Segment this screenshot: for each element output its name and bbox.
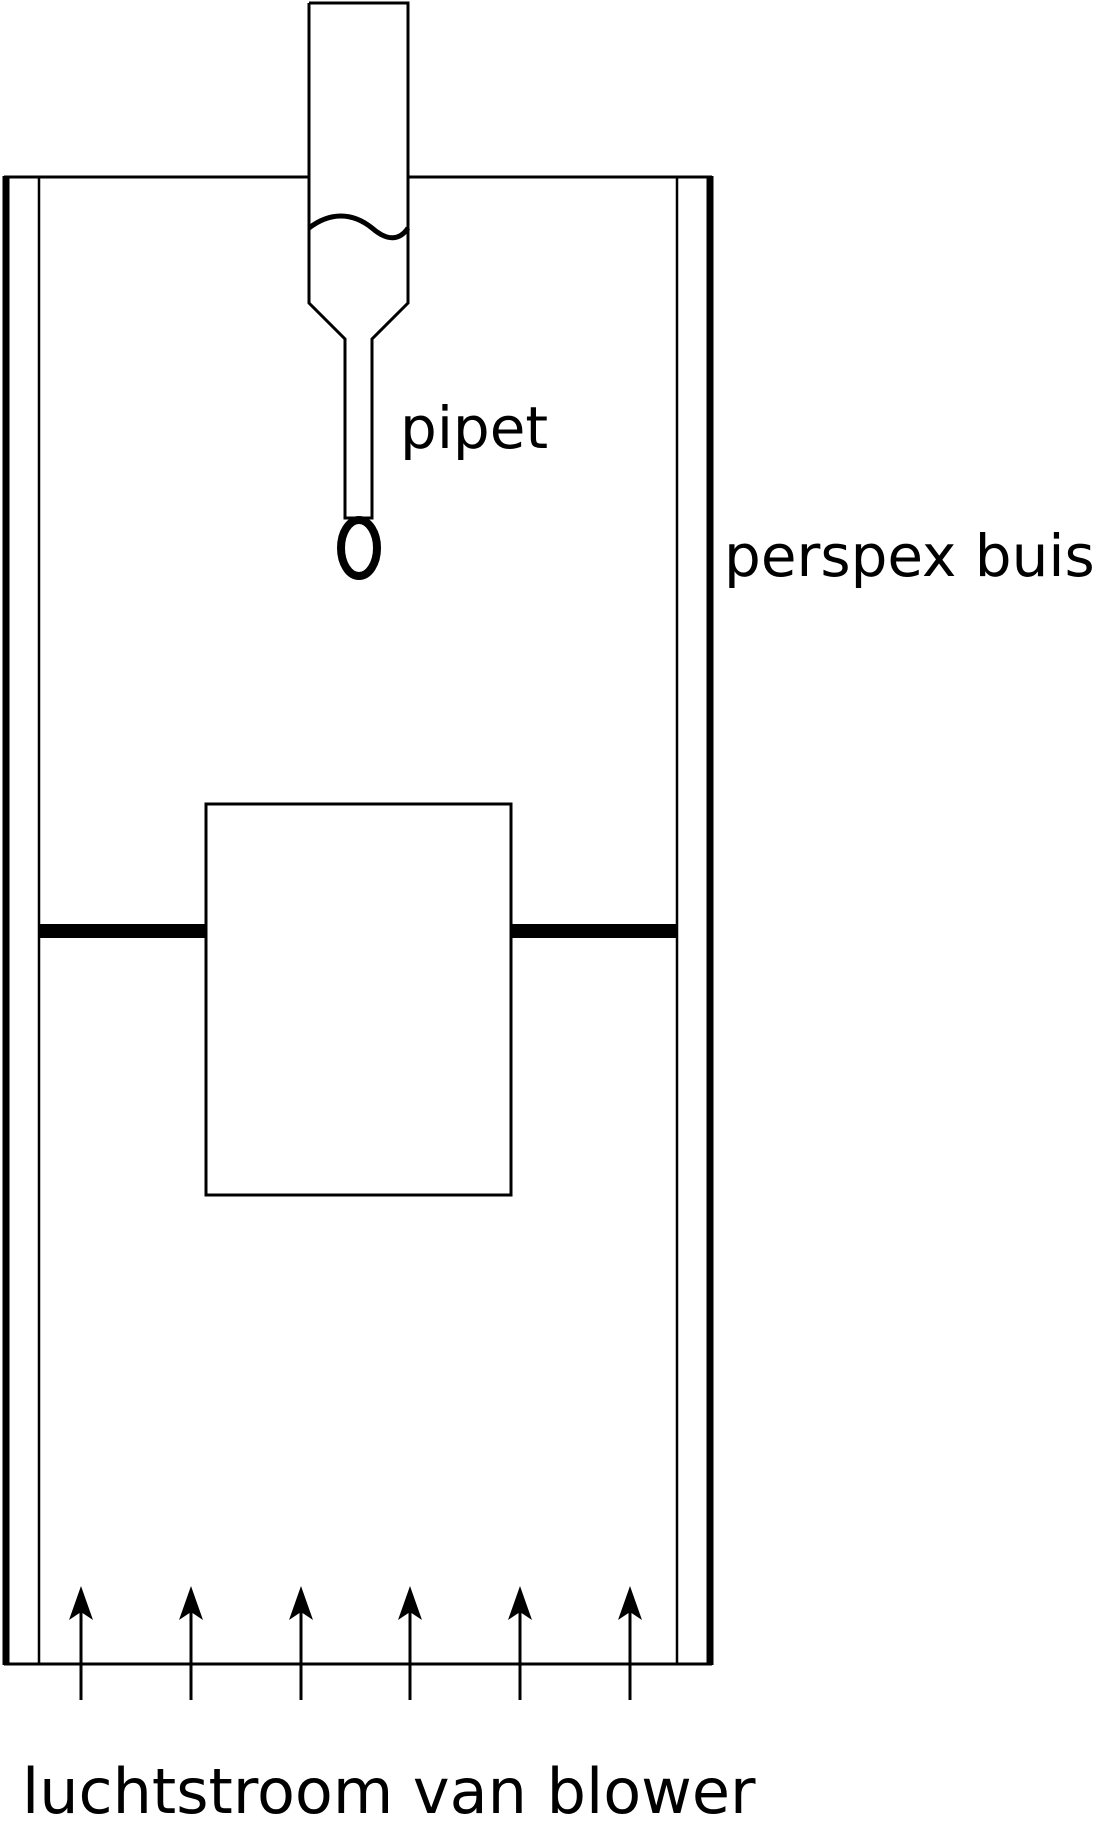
airflow-label: luchtstroom van blower	[22, 1755, 756, 1828]
pipette	[307, 1, 411, 580]
airflow-arrow	[289, 1586, 313, 1700]
perspex-tube	[2, 175, 714, 1666]
airflow-arrow	[69, 1586, 93, 1700]
airflow-arrow	[618, 1586, 642, 1700]
pipette-liquid-level	[307, 213, 411, 241]
airflow-arrows	[69, 1586, 642, 1700]
test-block	[204, 802, 513, 1197]
droplet	[337, 516, 381, 580]
airflow-arrow	[508, 1586, 532, 1700]
pipette-outline	[307, 1, 410, 520]
test-object	[39, 802, 677, 1197]
airflow-arrow	[398, 1586, 422, 1700]
pipet-label: pipet	[400, 394, 548, 462]
airflow-arrow	[179, 1586, 203, 1700]
perspex-tube-label: perspex buis	[724, 522, 1095, 590]
